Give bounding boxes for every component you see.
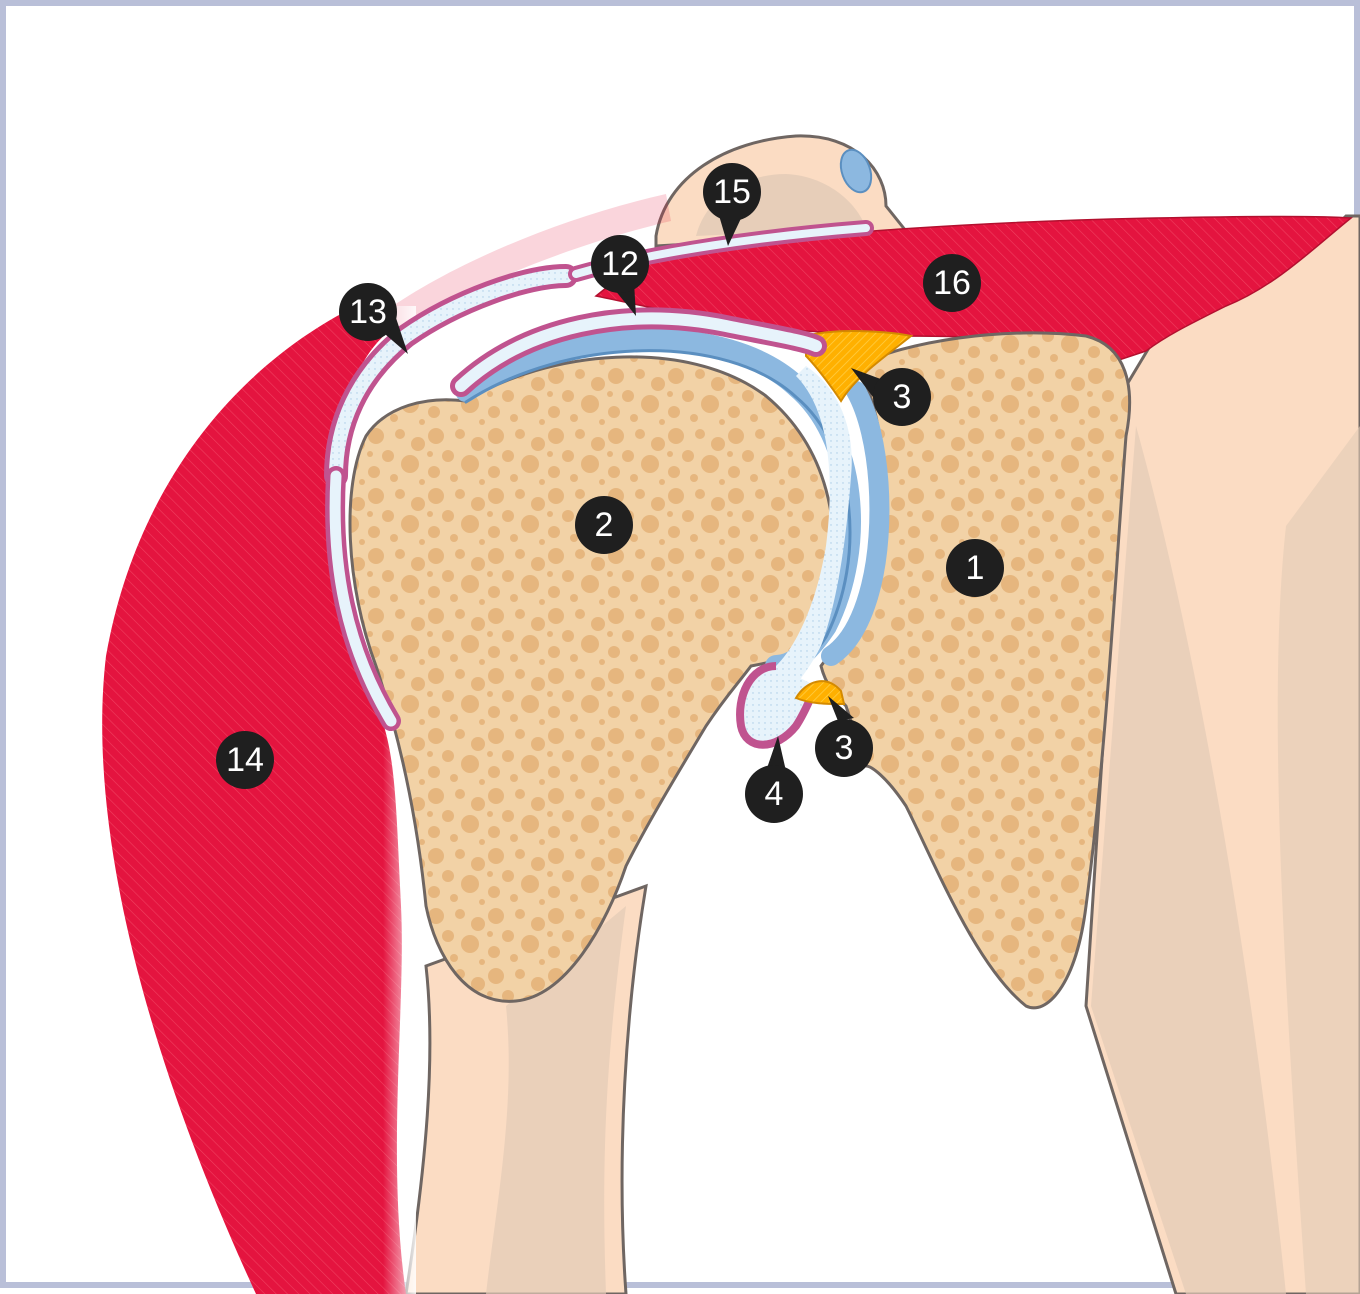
marker-4-label: 4 [765,775,784,813]
bursa-system [324,264,827,731]
marker-15-label: 15 [713,173,751,211]
marker-14: 14 [216,731,274,789]
humerus-shaft [404,883,648,1294]
marker-13-label: 13 [349,293,387,331]
marker-12: 12 [591,235,649,316]
glenoid-cartilage [821,381,890,666]
marker-3-top-label: 3 [893,378,912,416]
scapula-body [1084,214,1360,1294]
marker-15: 15 [703,163,761,246]
marker-16-label: 16 [933,264,971,302]
humeral-head [348,355,835,1003]
marker-2: 2 [575,496,633,554]
glenoid-labrum-bottom [794,680,846,706]
joint-cavity [776,366,852,696]
marker-1: 1 [946,539,1004,597]
marker-3-bottom-label: 3 [835,729,854,767]
shoulder-joint-diagram: 1 2 3 3 4 12 13 14 15 16 [102,134,1360,1294]
marker-3-bottom: 3 [815,696,873,777]
joint-capsule [736,662,820,749]
marker-13: 13 [339,283,408,354]
marker-14-label: 14 [226,741,264,779]
marker-4: 4 [745,736,803,823]
marker-3-top: 3 [851,368,931,426]
marker-1-label: 1 [966,549,985,587]
glenoid-labrum-top [805,330,914,403]
marker-12-label: 12 [601,245,639,283]
marker-2-label: 2 [595,506,614,544]
marker-16: 16 [923,254,981,312]
